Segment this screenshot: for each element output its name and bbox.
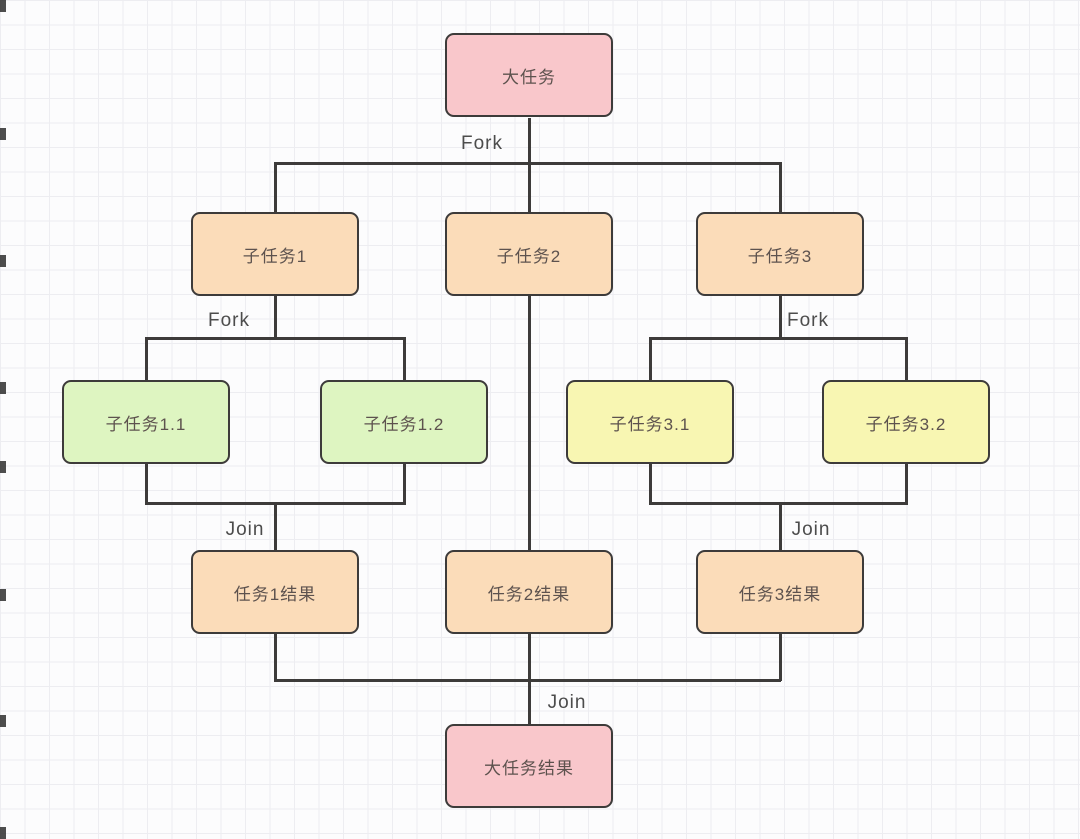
connector-result3-down (778, 634, 782, 681)
edge-artifact-tick (0, 382, 6, 394)
edge-artifact-tick (0, 128, 6, 140)
node-task-3-result: 任务3结果 (696, 550, 864, 634)
node-subtask-1-1: 子任务1.1 (62, 380, 230, 464)
connector-fork-left-bar (144, 336, 406, 340)
node-subtask-2: 子任务2 (445, 212, 613, 296)
node-subtask-3-1: 子任务3.1 (566, 380, 734, 464)
node-subtask-3-2-label: 子任务3.2 (865, 414, 947, 434)
connector-subtask1-down (273, 296, 277, 339)
edge-artifact-tick (0, 827, 6, 839)
node-subtask-3: 子任务3 (696, 212, 864, 296)
node-task-1-result-label: 任务1结果 (233, 584, 317, 604)
connector-subtask1-2-down (402, 464, 406, 505)
connector-subtask1-1-down (144, 464, 148, 505)
node-task-1-result: 任务1结果 (191, 550, 359, 634)
node-subtask-1-1-label: 子任务1.1 (105, 414, 187, 434)
node-big-task: 大任务 (445, 33, 613, 117)
edge-label-fork-top: Fork (461, 133, 503, 154)
connector-subtask3-1-down (648, 464, 652, 505)
connector-forkbar-to-subtask1 (273, 161, 277, 213)
connector-fork-right-bar (648, 336, 908, 340)
connector-subtask3-down (778, 296, 782, 339)
node-subtask-3-2: 子任务3.2 (822, 380, 990, 464)
node-subtask-1-2: 子任务1.2 (320, 380, 488, 464)
connector-to-bigresult (527, 678, 531, 725)
edge-label-join-left: Join (225, 519, 265, 540)
node-task-2-result: 任务2结果 (445, 550, 613, 634)
connector-to-subtask3-2 (904, 336, 908, 382)
connector-join-bottom-bar (273, 678, 781, 682)
edge-label-join-bottom: Join (547, 692, 587, 713)
connector-to-result3 (778, 501, 782, 551)
connector-join-right-bar (648, 501, 908, 505)
edge-artifact-tick (0, 461, 6, 473)
connector-subtask3-2-down (904, 464, 908, 505)
connector-to-subtask1-1 (144, 336, 148, 382)
edge-label-join-right: Join (791, 519, 831, 540)
node-task-3-result-label: 任务3结果 (738, 584, 822, 604)
edge-artifact-tick (0, 255, 6, 267)
connector-result1-down (273, 634, 277, 681)
node-big-task-result-label: 大任务结果 (484, 758, 574, 778)
edge-artifact-tick (0, 0, 6, 12)
node-subtask-3-label: 子任务3 (747, 246, 813, 266)
edge-artifact-tick (0, 715, 6, 727)
node-subtask-1-label: 子任务1 (242, 246, 308, 266)
connector-to-subtask3-1 (648, 336, 652, 382)
edge-label-fork-left: Fork (208, 310, 250, 331)
connector-to-result1 (273, 501, 277, 551)
connector-forkbar-to-subtask3 (778, 161, 782, 213)
node-big-task-result: 大任务结果 (445, 724, 613, 808)
connector-to-subtask1-2 (402, 336, 406, 382)
connector-result2-down (527, 634, 531, 681)
connector-fork-top-bar (273, 161, 781, 165)
node-big-task-label: 大任务 (502, 67, 556, 87)
node-subtask-1: 子任务1 (191, 212, 359, 296)
node-task-2-result-label: 任务2结果 (487, 584, 571, 604)
node-subtask-3-1-label: 子任务3.1 (609, 414, 691, 434)
edge-artifact-tick (0, 589, 6, 601)
edge-label-fork-right: Fork (787, 310, 829, 331)
node-subtask-1-2-label: 子任务1.2 (363, 414, 445, 434)
node-subtask-2-label: 子任务2 (496, 246, 562, 266)
connector-subtask2-to-result2 (527, 296, 531, 550)
connector-bigtask-to-subtask2 (527, 118, 531, 213)
